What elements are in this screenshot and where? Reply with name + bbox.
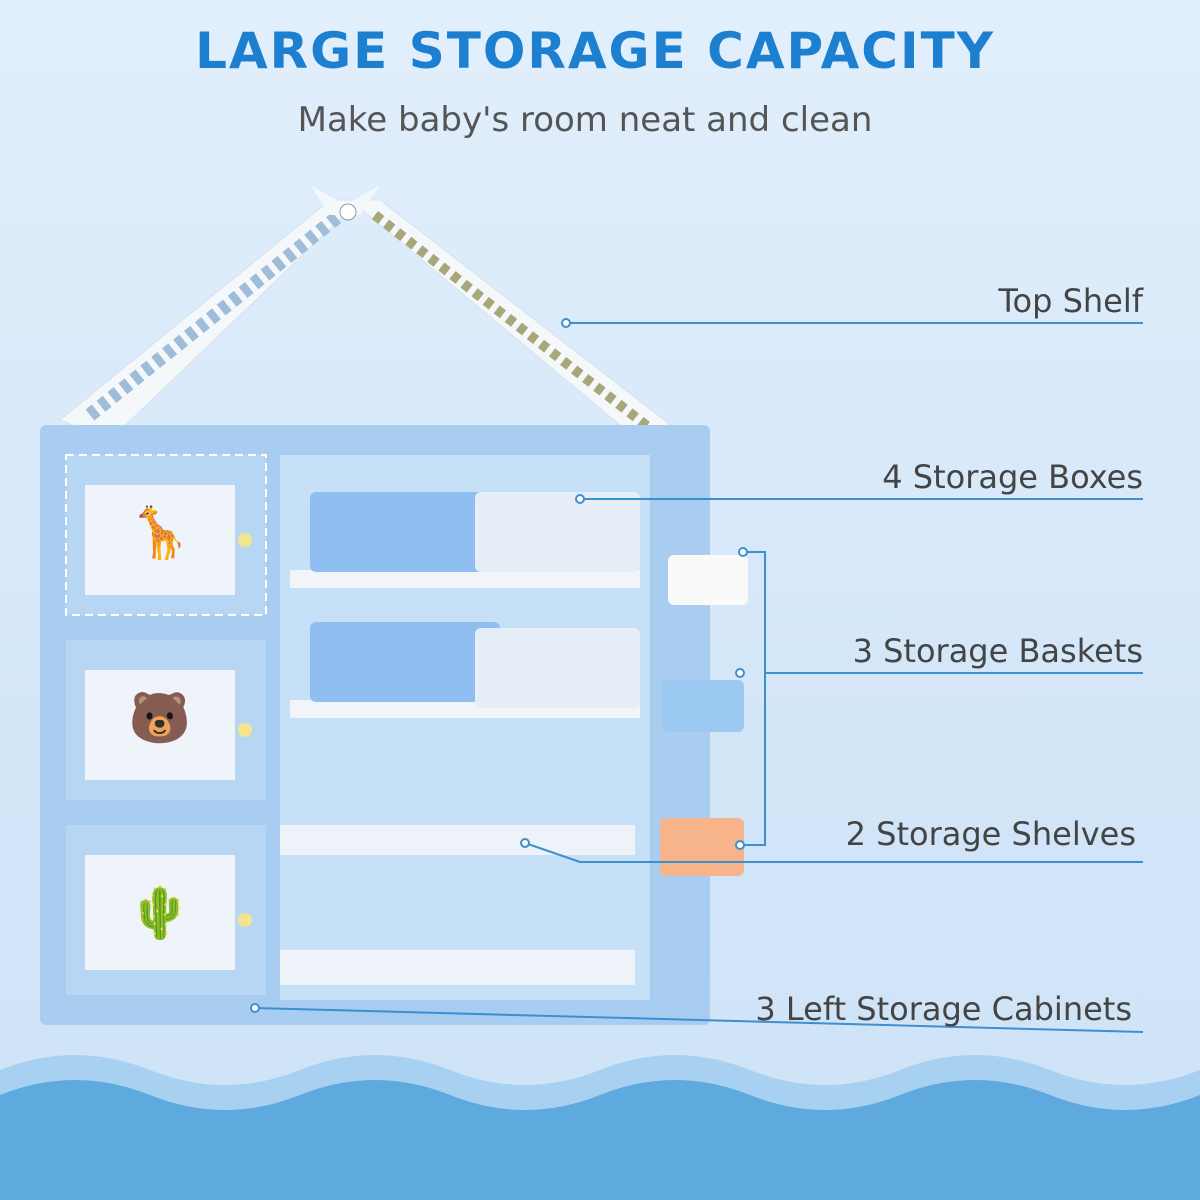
callout-storage-boxes: 4 Storage Boxes: [882, 458, 1143, 496]
callout-storage-cabinets: 3 Left Storage Cabinets: [755, 990, 1132, 1028]
storage-baskets: [660, 555, 748, 876]
callout-top-shelf: Top Shelf: [998, 282, 1143, 320]
cabinets: 🦒 🐻 🌵: [65, 454, 267, 995]
callout-storage-baskets: 3 Storage Baskets: [852, 632, 1143, 670]
svg-text:🌵: 🌵: [129, 884, 191, 942]
page-title: LARGE STORAGE CAPACITY: [195, 22, 995, 80]
page-subtitle: Make baby's room neat and clean: [297, 100, 873, 140]
svg-text:🦒: 🦒: [129, 504, 191, 562]
svg-text:🐻: 🐻: [129, 688, 191, 747]
callout-storage-shelves: 2 Storage Shelves: [845, 815, 1136, 853]
roof-top-shelf: [59, 185, 692, 451]
storage-shelves: [280, 825, 635, 985]
wave-dark: [0, 1080, 1200, 1200]
callout-lines: [254, 322, 1144, 1033]
storage-boxes: [290, 492, 640, 718]
